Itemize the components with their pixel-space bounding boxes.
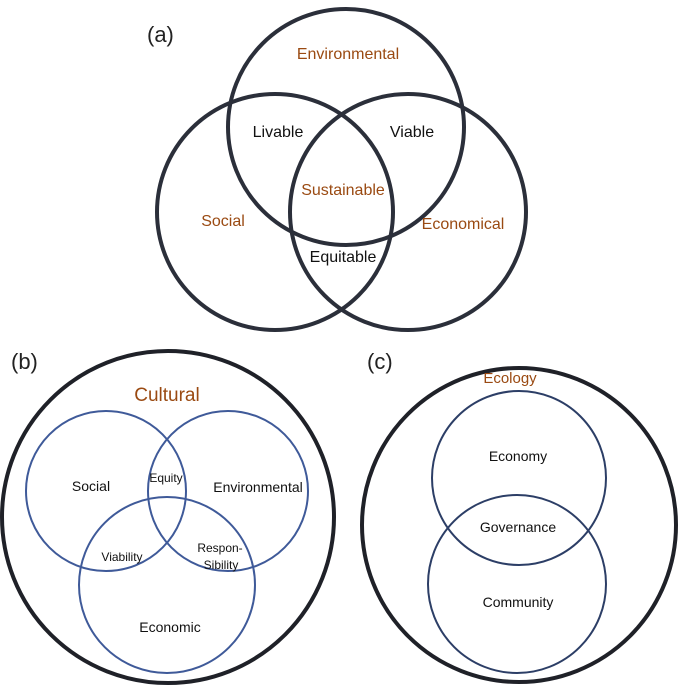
equitable-label: Equitable: [310, 249, 377, 266]
economical-circle: [288, 92, 528, 332]
environmental-circle: [147, 410, 309, 572]
viability-label: Viability: [101, 550, 142, 564]
social-circle: [155, 92, 395, 332]
panel-a: (a) Environmental Social Economical Liva…: [147, 7, 528, 332]
cultural-label: Cultural: [134, 385, 199, 406]
panel-a-tag: (a): [147, 22, 174, 47]
economic-label: Economic: [139, 619, 200, 635]
social-label: Social: [201, 213, 245, 230]
social-label: Social: [72, 478, 110, 494]
governance-label: Governance: [480, 519, 556, 535]
environmental-circle: [226, 7, 466, 247]
panel-c: (c) Ecology Economy Governance Community: [360, 349, 678, 684]
economy-label: Economy: [489, 448, 547, 464]
economy-circle: [431, 390, 607, 566]
community-circle: [427, 494, 607, 674]
ecology-outer-circle: [360, 366, 678, 684]
viable-label: Viable: [390, 124, 434, 141]
community-label: Community: [483, 594, 554, 610]
environmental-label: Environmental: [297, 46, 399, 63]
economic-circle: [78, 496, 256, 674]
economical-label: Economical: [422, 216, 505, 233]
sustainable-label: Sustainable: [301, 182, 385, 199]
social-circle: [25, 410, 187, 572]
ecology-label: Ecology: [483, 370, 537, 387]
equity-label: Equity: [149, 471, 182, 485]
panel-c-tag: (c): [367, 349, 393, 374]
livable-label: Livable: [253, 124, 304, 141]
panel-b: (b) Cultural Social Environmental Equity…: [0, 349, 336, 685]
environmental-label: Environmental: [213, 479, 303, 495]
responsibility-label-line2: Sibility: [204, 558, 239, 572]
panel-b-tag: (b): [11, 349, 38, 374]
responsibility-label-line1: Respon-: [197, 541, 242, 555]
cultural-outer-circle: [0, 349, 336, 685]
